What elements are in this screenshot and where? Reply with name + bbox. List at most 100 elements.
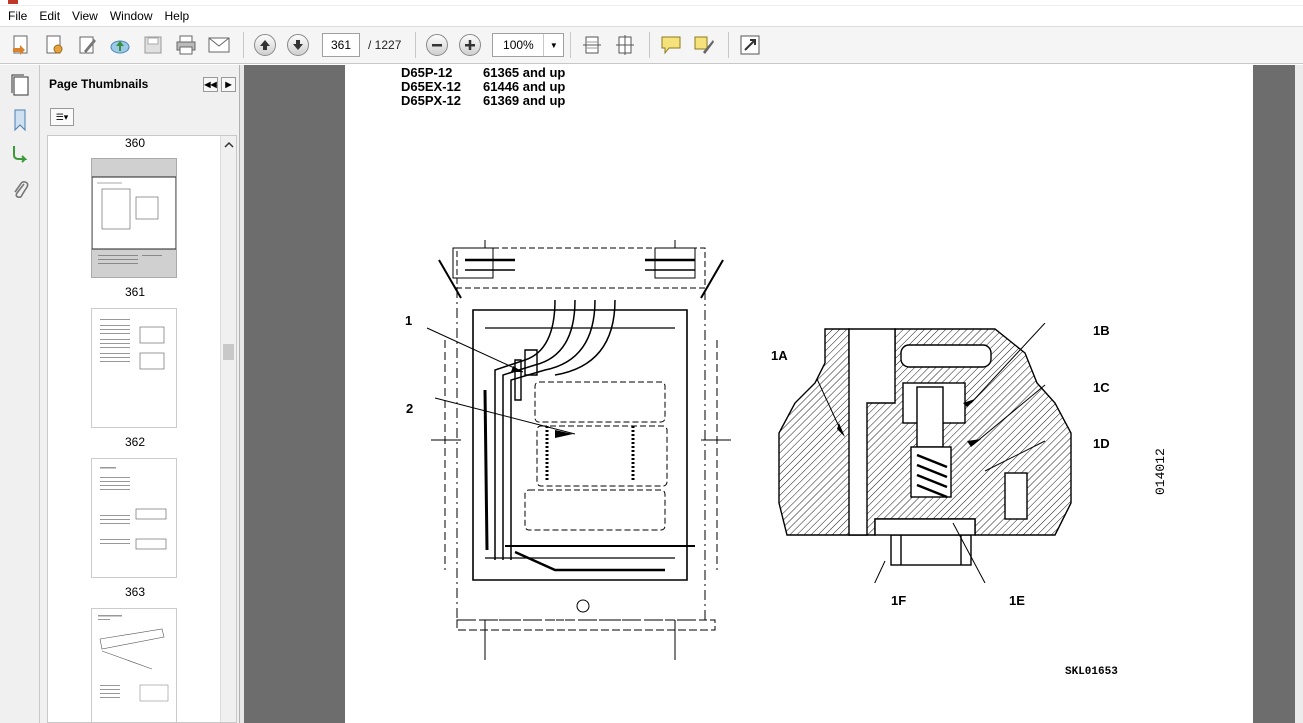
thumbnails-header: Page Thumbnails ◀◀ ▶ <box>40 65 239 103</box>
fit-width-icon <box>583 36 602 54</box>
thumbnail-list[interactable]: 360 361 362 363 <box>47 135 237 723</box>
menu-view[interactable]: View <box>72 9 98 23</box>
envelope-icon <box>208 37 230 53</box>
minus-icon <box>426 34 449 56</box>
model-row: D65EX-12 61446 and up <box>401 79 565 94</box>
create-pdf-icon <box>13 35 28 55</box>
highlight-button[interactable] <box>689 30 719 60</box>
document-gear-icon <box>46 35 63 54</box>
thumbnail-preview <box>100 467 167 550</box>
toolbar-separator <box>570 32 572 58</box>
settings-button[interactable] <box>39 30 69 60</box>
options-menu-icon[interactable]: ☰▾ <box>50 108 74 126</box>
zoom-input[interactable] <box>493 34 544 56</box>
callout-1E: 1E <box>1009 593 1025 608</box>
thumbnail-label: 360 <box>124 136 146 150</box>
menu-help[interactable]: Help <box>164 9 190 23</box>
callout-1F: 1F <box>891 593 907 608</box>
menu-window[interactable]: Window <box>109 9 153 23</box>
fit-width-button[interactable] <box>577 30 607 60</box>
thumbnail-label: 362 <box>124 435 146 449</box>
arrow-up-icon <box>254 34 276 56</box>
email-button[interactable] <box>204 30 234 60</box>
machine-plan-drawing <box>426 240 731 660</box>
comment-button[interactable] <box>656 30 686 60</box>
scrollbar-thumb[interactable] <box>223 344 234 360</box>
model-serial: 61365 and up <box>483 65 566 80</box>
speech-bubble-icon <box>661 36 681 55</box>
model-row: D65P-12 61365 and up <box>401 65 565 80</box>
create-pdf-button[interactable] <box>6 30 36 60</box>
layers-arrow-icon <box>12 146 27 163</box>
callout-1A: 1A <box>771 348 788 363</box>
title-bar <box>0 0 1303 6</box>
toolbar-separator <box>415 32 417 58</box>
previous-page-button[interactable] <box>250 30 280 60</box>
expand-button[interactable] <box>735 30 765 60</box>
thumbnail-page-364[interactable] <box>91 608 177 722</box>
menu-edit[interactable]: Edit <box>39 9 61 23</box>
print-button[interactable] <box>171 30 201 60</box>
layers-button[interactable] <box>5 140 35 170</box>
thumbnail-label: 361 <box>124 285 146 299</box>
callout-1: 1 <box>405 313 413 328</box>
page-thumbnails-button[interactable] <box>5 70 35 100</box>
collapse-panel-button[interactable]: ◀◀ <box>203 76 218 92</box>
thumbnails-tools: ☰▾ <box>40 103 239 131</box>
document-viewport[interactable]: D65P-12 61365 and up D65EX-12 61446 and … <box>244 65 1303 723</box>
callout-1D: 1D <box>1093 436 1110 451</box>
model-row: D65PX-12 61369 and up <box>401 93 565 108</box>
zoom-in-button[interactable] <box>455 30 485 60</box>
fit-page-icon <box>616 35 635 55</box>
figure-code: SKL01653 <box>1065 666 1118 678</box>
callout-2: 2 <box>406 401 414 416</box>
next-page-button[interactable] <box>283 30 313 60</box>
zoom-select[interactable]: ▼ <box>492 33 565 57</box>
thumbnail-page-361[interactable] <box>91 158 177 278</box>
save-icon <box>144 36 162 54</box>
paperclip-icon <box>13 181 28 199</box>
menu-file[interactable]: File <box>8 9 28 23</box>
printer-icon <box>176 35 196 55</box>
callout-1C: 1C <box>1093 380 1110 395</box>
model-name: D65P-12 <box>401 65 453 80</box>
highlighter-icon <box>694 36 715 54</box>
page-total-label: / 1227 <box>368 38 402 52</box>
expand-icon <box>740 35 760 55</box>
panel-title: Page Thumbnails <box>49 77 149 91</box>
toolbar-separator <box>649 32 651 58</box>
edit-document-icon <box>79 36 96 54</box>
thumbnail-page-362[interactable] <box>91 308 177 428</box>
model-name: D65PX-12 <box>401 93 461 108</box>
plus-icon <box>459 34 482 56</box>
vertical-scrollbar[interactable] <box>1295 65 1303 723</box>
upload-button[interactable] <box>105 30 135 60</box>
pages-icon <box>11 74 28 96</box>
save-button[interactable] <box>138 30 168 60</box>
chevron-down-icon[interactable]: ▼ <box>543 34 563 56</box>
bookmarks-button[interactable] <box>5 105 35 135</box>
panel-splitter[interactable] <box>240 65 244 723</box>
thumbnail-preview <box>100 319 165 370</box>
arrow-down-icon <box>287 34 309 56</box>
toolbar-separator <box>243 32 244 58</box>
thumbnail-page-363[interactable] <box>91 458 177 578</box>
fit-page-button[interactable] <box>610 30 640 60</box>
panel-menu-button[interactable]: ▶ <box>221 76 236 92</box>
edit-button[interactable] <box>72 30 102 60</box>
model-name: D65EX-12 <box>401 79 461 94</box>
thumbnail-preview <box>98 615 169 702</box>
thumbnails-panel: Page Thumbnails ◀◀ ▶ ☰▾ 360 361 362 363 <box>40 65 240 723</box>
model-serial: 61446 and up <box>483 79 566 94</box>
chevron-up-icon[interactable] <box>222 138 236 152</box>
toolbar: / 1227 ▼ <box>0 26 1303 64</box>
valve-section-drawing <box>778 323 1072 583</box>
zoom-out-button[interactable] <box>422 30 452 60</box>
thumbnail-scrollbar[interactable] <box>220 136 236 722</box>
attachments-button[interactable] <box>5 175 35 205</box>
page-number-input[interactable] <box>322 33 360 57</box>
thumbnail-label: 363 <box>124 585 146 599</box>
pdf-page: D65P-12 61365 and up D65EX-12 61446 and … <box>345 65 1253 723</box>
cloud-upload-icon <box>110 40 130 54</box>
menu-bar: File Edit View Window Help <box>0 6 1303 26</box>
